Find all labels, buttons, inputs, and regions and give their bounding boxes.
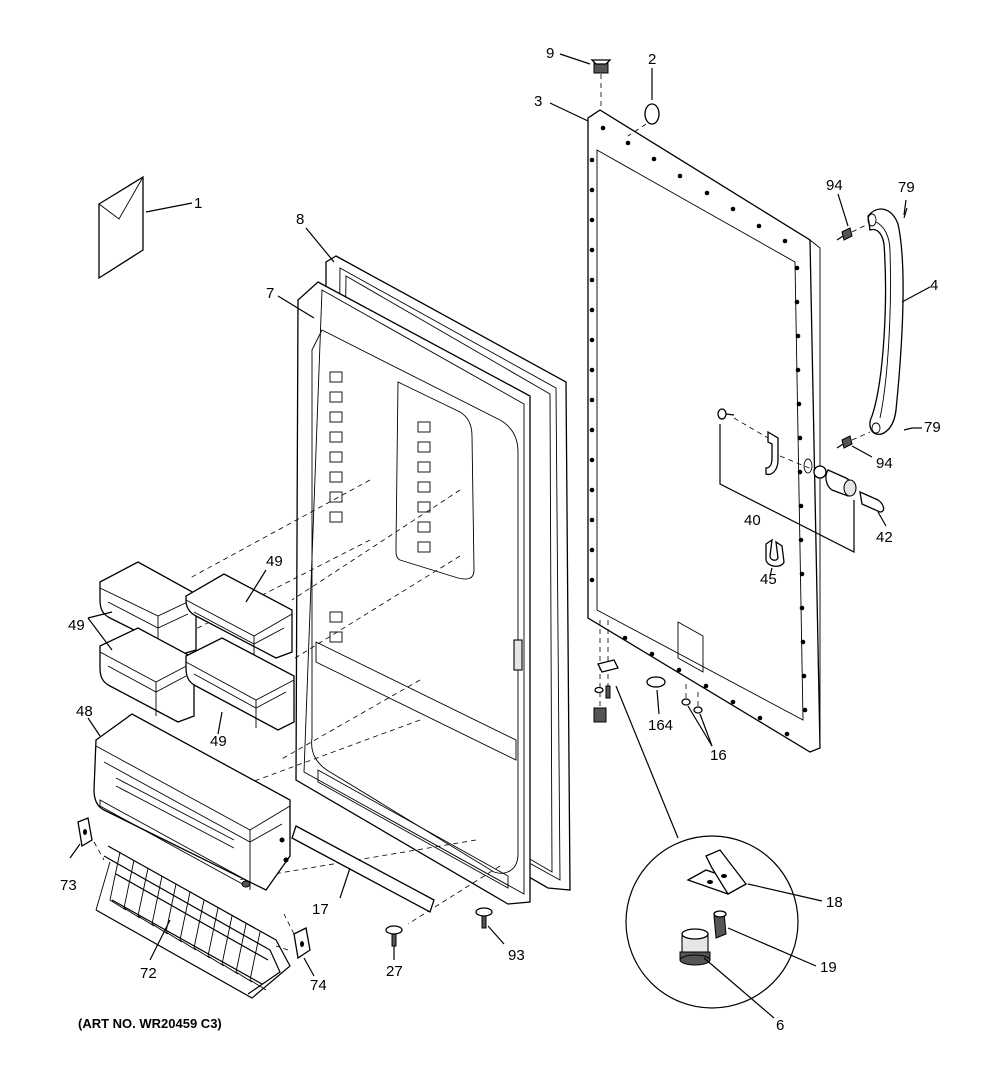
callout-48: 48	[76, 703, 93, 720]
callout-16: 16	[710, 747, 727, 764]
shelf-clips-left	[329, 371, 343, 643]
part-9-plug	[559, 53, 612, 110]
part-49-bin-upper-right	[185, 573, 293, 660]
part-4-handle	[867, 208, 931, 435]
part-49-bin-lower-right	[185, 637, 295, 731]
part-40-lock-assembly	[717, 408, 857, 553]
callout-7: 7	[266, 285, 274, 302]
part-2-cap	[627, 68, 660, 137]
part-7-door-liner	[277, 281, 531, 905]
callout-3: 3	[534, 93, 542, 110]
callout-94-lower: 94	[876, 455, 893, 472]
part-1-literature	[98, 175, 193, 280]
callout-45: 45	[760, 571, 777, 588]
callout-2: 2	[648, 51, 656, 68]
callout-9: 9	[546, 45, 554, 62]
callout-1: 1	[194, 195, 202, 212]
callout-6: 6	[776, 1017, 784, 1034]
callout-49-lower: 49	[210, 733, 227, 750]
callout-19: 19	[820, 959, 837, 976]
part-6-bushing	[679, 928, 775, 1019]
callout-79-upper: 79	[898, 179, 915, 196]
callout-49-upper: 49	[266, 553, 283, 570]
part-49-bin-lower-left	[99, 627, 195, 723]
part-19-screw	[713, 910, 817, 967]
callout-72: 72	[140, 965, 157, 982]
part-72-wire-rack	[95, 845, 291, 999]
callout-74: 74	[310, 977, 327, 994]
callout-49-left: 49	[68, 617, 85, 634]
callout-94-upper: 94	[826, 177, 843, 194]
part-73-clip	[69, 817, 105, 861]
part-3-outer-door	[549, 102, 821, 753]
callout-164: 164	[648, 717, 673, 734]
callout-27: 27	[386, 963, 403, 980]
callout-49-leaders	[87, 569, 267, 735]
callout-42: 42	[876, 529, 893, 546]
callout-18: 18	[826, 894, 843, 911]
callout-labels: 1 2 3 4 6 7 8 9 16 17 18 19 27 40 42 45 …	[60, 45, 941, 1034]
part-74-clip	[275, 913, 315, 977]
callout-17: 17	[312, 901, 329, 918]
callout-4: 4	[930, 277, 938, 294]
part-42-key	[859, 490, 887, 527]
screw-79-upper	[903, 199, 908, 219]
callout-73: 73	[60, 877, 77, 894]
detail-circle	[625, 835, 823, 1019]
callout-79-lower: 79	[924, 419, 941, 436]
callout-93: 93	[508, 947, 525, 964]
part-27-rivet	[385, 925, 403, 960]
part-17-trim-strip	[291, 825, 435, 913]
screw-94-upper	[836, 193, 869, 241]
part-18-hinge-bracket	[686, 849, 823, 902]
callout-40: 40	[744, 512, 761, 529]
hinge-small-parts	[593, 620, 713, 839]
door-holes	[589, 125, 808, 737]
screw-79-lower	[903, 427, 922, 431]
shelf-clips-right	[417, 421, 431, 553]
part-45-clip	[765, 538, 785, 577]
rack-wires	[109, 851, 267, 991]
part-93-rivet	[475, 907, 505, 945]
callout-8: 8	[296, 211, 304, 228]
art-number: (ART NO. WR20459 C3)	[78, 1016, 222, 1031]
part-49-bin-upper-left	[99, 561, 197, 655]
screw-94-lower	[836, 431, 873, 458]
part-48-large-bin	[87, 713, 291, 891]
